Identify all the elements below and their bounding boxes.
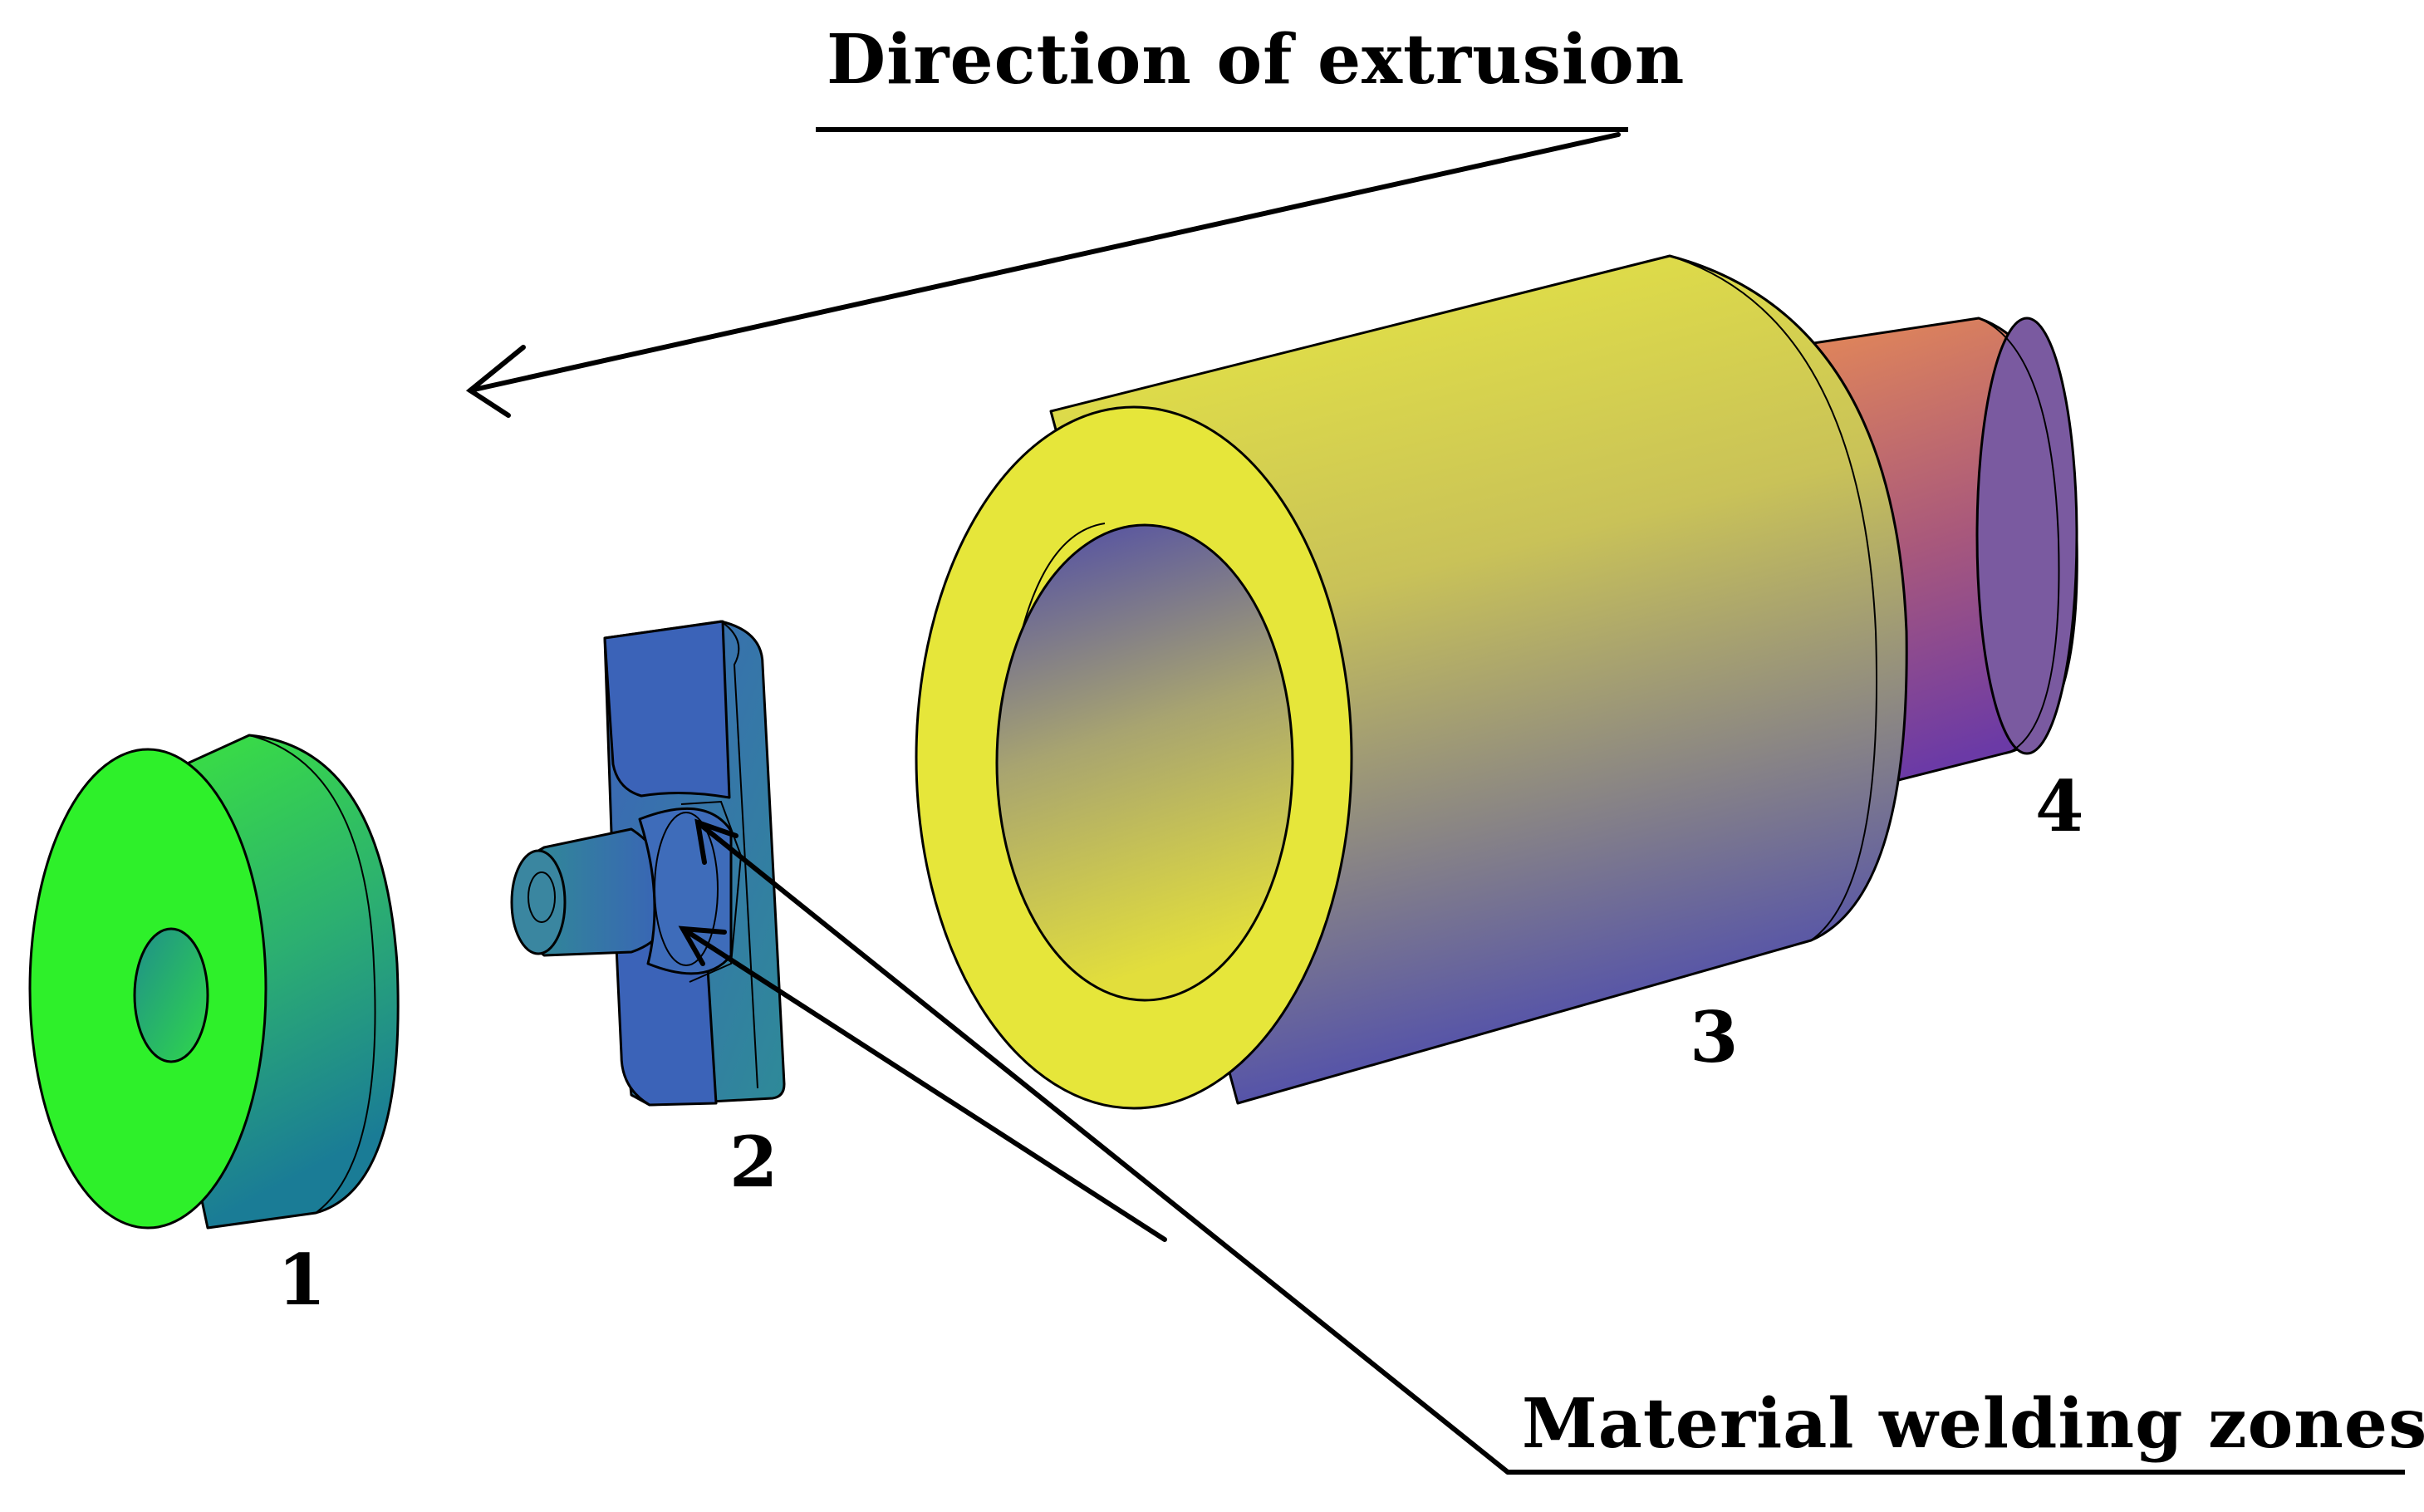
part-2-bridge — [510, 620, 786, 1107]
direction-arrow-head — [465, 345, 526, 418]
welding-label: Material welding zones — [1522, 1384, 2424, 1464]
part-3-number: 3 — [1690, 996, 1738, 1078]
welding-callout: Material welding zones — [678, 818, 2424, 1475]
part-3-container — [915, 254, 1908, 1110]
part-1-die — [28, 734, 400, 1230]
direction-arrow-shaft — [468, 132, 1621, 393]
direction-callout: Direction of extrusion — [465, 20, 1685, 418]
welding-arrow-head-lower — [678, 925, 727, 966]
welding-leader-lower — [680, 926, 1167, 1242]
part-4-number: 4 — [2035, 765, 2083, 847]
welding-leader-upper — [695, 820, 1510, 1475]
direction-label: Direction of extrusion — [827, 20, 1685, 100]
part-1-number: 1 — [277, 1239, 326, 1321]
part-2-number: 2 — [729, 1121, 778, 1203]
welding-arrow-head-upper — [694, 818, 738, 865]
